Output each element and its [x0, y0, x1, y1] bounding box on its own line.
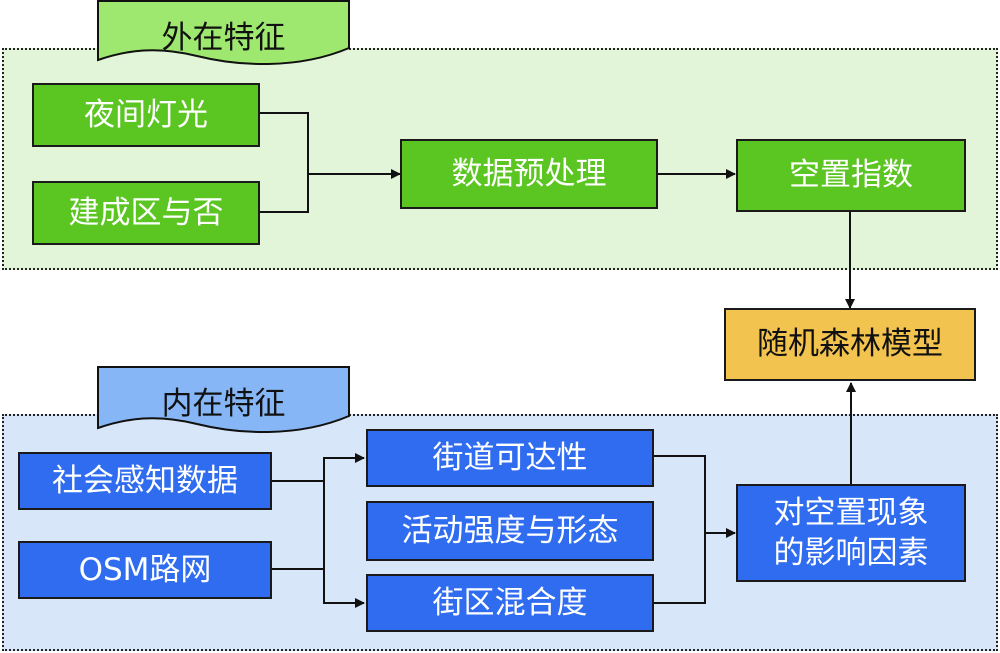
node-label: 街区混合度: [432, 584, 588, 621]
internal-features-title: 内在特征: [161, 386, 286, 422]
node-label-line: 的影响因素: [773, 535, 929, 571]
external-features-tab: 外在特征: [97, 0, 350, 68]
connector-line: [654, 455, 706, 604]
node-osm-road-network: OSM路网: [18, 541, 272, 599]
external-features-title: 外在特征: [161, 20, 286, 56]
node-built-up-area: 建成区与否: [32, 181, 260, 245]
node-label: 活动强度与形态: [401, 512, 619, 549]
node-label: 街道可达性: [432, 439, 588, 476]
connector-arrow: [323, 453, 365, 603]
node-label: 建成区与否: [68, 194, 224, 231]
node-social-sensing-data: 社会感知数据: [18, 452, 272, 510]
node-label: 空置指数: [789, 157, 913, 194]
node-night-lights: 夜间灯光: [32, 83, 260, 147]
node-vacancy-factors: 对空置现象 的影响因素: [736, 484, 966, 582]
node-label: 随机森林模型: [757, 326, 943, 363]
node-label-line: 对空置现象: [773, 494, 929, 531]
node-data-preprocessing: 数据预处理: [400, 139, 658, 209]
node-random-forest-model: 随机森林模型: [724, 308, 976, 381]
connector-line: [260, 112, 309, 213]
node-label: 社会感知数据: [52, 462, 238, 499]
node-label: 夜间灯光: [84, 96, 208, 133]
connector-arrow: [323, 569, 365, 608]
internal-features-tab: 内在特征: [97, 366, 350, 436]
tab-shape: [97, 366, 350, 434]
node-street-accessibility: 街道可达性: [366, 429, 654, 487]
node-label: 数据预处理: [451, 155, 607, 192]
node-label: OSM路网: [78, 551, 212, 588]
node-block-mix: 街区混合度: [366, 574, 654, 632]
node-activity-intensity: 活动强度与形态: [366, 501, 654, 561]
tab-shape: [97, 0, 350, 66]
node-vacancy-index: 空置指数: [736, 139, 966, 212]
